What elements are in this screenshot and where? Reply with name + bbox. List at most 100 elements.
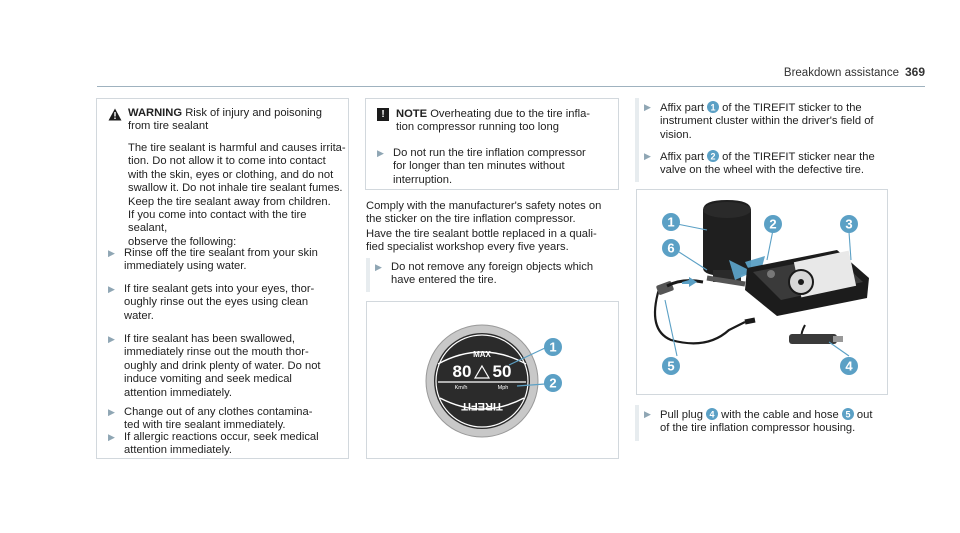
affix-part1-bullet: ▶ Affix part 1 of the TIREFIT sticker to… bbox=[644, 101, 900, 142]
warning-bullet: ▶ Change out of any clothes contamina- t… bbox=[108, 406, 312, 433]
arrow-right-icon: ▶ bbox=[108, 407, 115, 417]
bullet-line: Change out of any clothes contamina- bbox=[124, 406, 313, 418]
callout-6: 6 bbox=[662, 239, 680, 257]
page-number: 369 bbox=[904, 65, 925, 79]
svg-text:1: 1 bbox=[667, 215, 674, 230]
callout-2-inline: 2 bbox=[707, 150, 720, 162]
arrow-right-icon: ▶ bbox=[375, 262, 382, 272]
bullet-line: oughly rinse out the eyes using clean bbox=[124, 296, 309, 309]
bullet-line: for longer than ten minutes without bbox=[393, 160, 565, 173]
bullet-text: Affix part bbox=[660, 151, 704, 163]
callout-4: 4 bbox=[840, 357, 858, 375]
sticker-figure: MAX 80 50 Km/h Mph TIREFIT 1 2 bbox=[366, 301, 619, 459]
bullet-text: out bbox=[856, 409, 873, 421]
bullet-text: Affix part bbox=[660, 102, 704, 114]
bullet-line: oughly and drink plenty of water. Do not bbox=[124, 359, 321, 372]
affix-part2-bullet: ▶ Affix part 2 of the TIREFIT sticker ne… bbox=[644, 150, 900, 178]
bullet-text: of the TIREFIT sticker to the bbox=[722, 102, 862, 114]
warning-body-line: with the skin, eyes or clothing, and do … bbox=[128, 168, 334, 181]
sticker-unit-kmh: Km/h bbox=[455, 385, 468, 391]
bullet-line: immediately using water. bbox=[124, 260, 247, 273]
bullet-line: attention immediately. bbox=[124, 444, 232, 457]
warning-title-line2: from tire sealant bbox=[128, 120, 209, 133]
note-title-line1: Overheating due to the tire infla- bbox=[430, 108, 591, 120]
page-header: Breakdown assistance 369 bbox=[783, 65, 925, 80]
tire-inflation-compressor-illustration: 1 2 3 6 5 4 bbox=[653, 200, 869, 375]
svg-text:4: 4 bbox=[710, 410, 715, 420]
callout-2: 2 bbox=[544, 374, 562, 392]
bullet-line: If tire sealant gets into your eyes, tho… bbox=[124, 283, 315, 295]
replacement-paragraph: Have the tire sealant bottle replaced in… bbox=[366, 228, 620, 255]
header-rule bbox=[97, 86, 925, 87]
section-title: Breakdown assistance bbox=[783, 67, 899, 79]
arrow-right-icon: ▶ bbox=[377, 148, 384, 158]
bullet-line: Rinse off the tire sealant from your ski… bbox=[124, 247, 318, 259]
warning-body-line: tion. Do not allow it to come into conta… bbox=[128, 155, 326, 168]
svg-text:2: 2 bbox=[549, 376, 556, 391]
callout-5: 5 bbox=[662, 357, 680, 375]
warning-body-line: The tire sealant is harmful and causes i… bbox=[128, 142, 346, 154]
svg-text:5: 5 bbox=[845, 410, 850, 420]
bullet-bar bbox=[366, 258, 370, 292]
bullet-line: induce vomiting and seek medical bbox=[124, 373, 292, 386]
svg-text:2: 2 bbox=[711, 152, 716, 162]
svg-text:2: 2 bbox=[769, 217, 776, 232]
bullet-bar bbox=[635, 98, 639, 148]
bullet-line: Do not remove any foreign objects which bbox=[391, 261, 594, 273]
sticker-brand-text: TIREFIT bbox=[461, 400, 503, 412]
warning-triangle-icon bbox=[473, 364, 491, 379]
note-title-line2: tion compressor running too long bbox=[396, 121, 559, 134]
exclamation-square-icon: ! bbox=[377, 108, 389, 121]
paragraph-line: Comply with the manufacturer's safety no… bbox=[366, 200, 602, 212]
callout-3: 3 bbox=[840, 215, 858, 233]
svg-text:5: 5 bbox=[667, 359, 674, 374]
bullet-text: of the TIREFIT sticker near the bbox=[722, 151, 875, 163]
bullet-line: attention immediately. bbox=[124, 386, 232, 399]
arrow-right-icon: ▶ bbox=[644, 102, 651, 112]
warning-label: WARNING bbox=[128, 107, 183, 119]
bullet-line: ted with tire sealant immediately. bbox=[124, 419, 286, 432]
callout-4-inline: 4 bbox=[706, 408, 719, 420]
bullet-text: with the cable and hose bbox=[721, 409, 839, 421]
svg-text:3: 3 bbox=[845, 217, 852, 232]
pull-plug-bullet: ▶ Pull plug 4 with the cable and hose 5 … bbox=[644, 408, 900, 436]
note-bullet: ▶ Do not run the tire inflation compress… bbox=[377, 147, 586, 187]
warning-body-line: If you come into contact with the tire s… bbox=[128, 209, 307, 235]
svg-text:1: 1 bbox=[711, 103, 716, 113]
bullet-line: interruption. bbox=[393, 173, 453, 186]
sticker-speed-mph: 50 bbox=[493, 362, 512, 381]
sticker-speed-kmh: 80 bbox=[453, 362, 472, 381]
compliance-paragraph: Comply with the manufacturer's safety no… bbox=[366, 200, 620, 227]
bullet-line: If allergic reactions occur, seek medica… bbox=[124, 431, 319, 443]
note-label: NOTE bbox=[396, 108, 428, 120]
bullet-bar bbox=[635, 146, 639, 182]
arrow-right-icon: ▶ bbox=[108, 248, 115, 258]
warning-bullet: ▶ If allergic reactions occur, seek medi… bbox=[108, 431, 319, 458]
bullet-line: instrument cluster within the driver's f… bbox=[660, 115, 874, 128]
bullet-line: vision. bbox=[660, 128, 692, 141]
callout-5-inline: 5 bbox=[841, 408, 854, 420]
sticker-unit-mph: Mph bbox=[498, 385, 509, 391]
callout-1: 1 bbox=[662, 213, 680, 231]
foreign-objects-bullet: ▶ Do not remove any foreign objects whic… bbox=[375, 261, 593, 288]
svg-text:1: 1 bbox=[549, 340, 556, 355]
bullet-line: If tire sealant has been swallowed, bbox=[124, 333, 296, 345]
warning-heading: WARNING Risk of injury and poisoning fro… bbox=[108, 107, 344, 134]
paragraph-line: the sticker on the tire inflation compre… bbox=[366, 213, 576, 226]
arrow-right-icon: ▶ bbox=[108, 432, 115, 442]
arrow-right-icon: ▶ bbox=[108, 284, 115, 294]
warning-title-line1: Risk of injury and poisoning bbox=[185, 107, 322, 119]
bullet-line: of the tire inflation compressor housing… bbox=[660, 422, 856, 435]
warning-box: WARNING Risk of injury and poisoning fro… bbox=[96, 98, 349, 459]
warning-body-line: swallow it. Do not inhale tire sealant f… bbox=[128, 182, 343, 195]
bullet-line: have entered the tire. bbox=[391, 274, 497, 287]
bullet-text: Pull plug bbox=[660, 409, 703, 421]
warning-triangle-icon bbox=[108, 108, 122, 121]
warning-bullet: ▶ Rinse off the tire sealant from your s… bbox=[108, 247, 318, 274]
arrow-right-icon: ▶ bbox=[644, 409, 651, 419]
warning-bullet: ▶ If tire sealant has been swallowed, im… bbox=[108, 333, 321, 400]
bullet-bar bbox=[635, 405, 639, 441]
note-box: ! NOTE Overheating due to the tire infla… bbox=[365, 98, 619, 190]
bullet-line: water. bbox=[124, 309, 154, 322]
warning-body: The tire sealant is harmful and causes i… bbox=[128, 142, 348, 249]
